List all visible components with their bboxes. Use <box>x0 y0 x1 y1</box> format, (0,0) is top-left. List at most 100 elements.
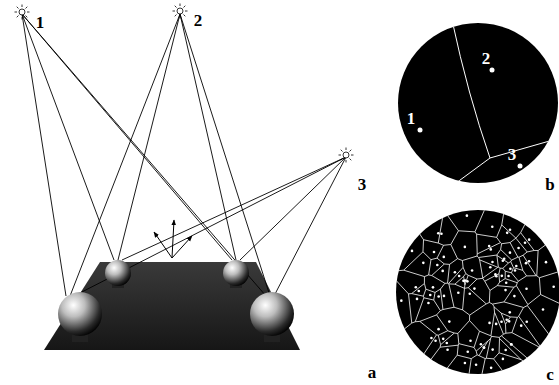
sample-dot <box>471 269 474 272</box>
sample-dot <box>473 287 476 290</box>
sample-dot <box>552 286 555 289</box>
sample-dot <box>513 295 516 298</box>
sample-dot <box>491 348 494 351</box>
light-number: 1 <box>407 110 416 127</box>
light-source <box>15 5 30 20</box>
sample-dot <box>464 246 467 249</box>
light-number: 2 <box>482 50 491 67</box>
sample-dot <box>457 291 460 294</box>
sample-dot <box>411 250 414 253</box>
light-number: 3 <box>508 146 517 163</box>
voronoi-lines <box>452 20 559 186</box>
sample-dot <box>495 323 498 326</box>
direction-arrows <box>154 220 192 258</box>
light-source <box>339 148 354 163</box>
sample-dot <box>491 225 494 228</box>
sample-dot <box>545 261 548 264</box>
sample-dot <box>400 299 403 302</box>
sample-dot <box>429 294 432 297</box>
sample-dot <box>446 342 449 345</box>
spheres <box>58 260 294 342</box>
sample-dot <box>440 233 443 236</box>
sample-dot <box>505 281 508 284</box>
light-number: 1 <box>36 14 45 31</box>
sample-dot <box>495 275 498 278</box>
sample-dot <box>443 256 446 259</box>
sample-dot <box>427 302 430 305</box>
sample-dot <box>446 348 449 351</box>
sample-dot <box>480 343 483 346</box>
sample-dot <box>490 367 493 370</box>
sample-dot <box>509 228 512 231</box>
sample-dot <box>489 266 492 269</box>
sample-dot <box>432 286 435 289</box>
sample-dot <box>503 257 506 260</box>
sample-dot <box>542 308 545 311</box>
sample-dot <box>442 338 445 341</box>
sample-dot <box>500 320 503 323</box>
sample-dot <box>491 261 494 264</box>
sample-dot <box>433 251 436 254</box>
sample-dot <box>437 295 440 298</box>
sample-dot <box>430 337 433 340</box>
sample-dot <box>441 270 444 273</box>
panel-letter: c <box>546 366 554 383</box>
sample-dot <box>475 363 478 366</box>
panel-letter: b <box>545 176 554 193</box>
light-rays <box>22 14 346 296</box>
sample-dot <box>468 292 471 295</box>
sample-dot <box>466 214 469 217</box>
sample-dot <box>454 271 457 274</box>
sample-dot <box>520 324 523 327</box>
sample-dot <box>502 358 505 361</box>
sample-dot <box>464 362 467 365</box>
light-source <box>173 4 188 19</box>
sample-dot <box>528 260 531 263</box>
sample-dot <box>507 275 510 278</box>
sample-dot <box>525 262 528 265</box>
ground-plane <box>44 262 300 350</box>
sample-dot <box>506 232 509 235</box>
sample-dot <box>510 343 513 346</box>
voronoi-cells <box>390 204 559 380</box>
sample-dot <box>504 349 507 352</box>
light-dots <box>418 68 523 169</box>
sample-dot <box>488 245 491 248</box>
sample-dot <box>510 343 513 346</box>
sample-dot <box>417 290 420 293</box>
sample-dot <box>482 346 485 349</box>
direction-sphere <box>398 23 558 183</box>
sample-dot <box>436 264 439 267</box>
voronoi-edges <box>390 204 559 380</box>
sample-dot <box>517 247 520 250</box>
light-number: 2 <box>194 12 203 29</box>
sample-dot <box>504 289 507 292</box>
sample-dot <box>437 232 440 235</box>
sample-dot <box>466 280 469 283</box>
sample-dot <box>434 339 437 342</box>
sample-dot <box>515 265 518 268</box>
sample-dot <box>483 346 486 349</box>
sample-dot <box>514 269 517 272</box>
sample-dot <box>489 248 492 251</box>
light-number: 3 <box>358 176 367 193</box>
sample-dot <box>448 320 451 323</box>
sample-dot <box>488 322 491 325</box>
sample-dot <box>415 286 418 289</box>
sample-dot <box>422 262 425 265</box>
sample-dot <box>508 320 511 323</box>
sample-dot <box>509 267 512 270</box>
sample-dot <box>505 318 508 321</box>
sample-dot <box>509 251 512 254</box>
sample-dot <box>525 287 528 290</box>
sample-dot <box>437 328 440 331</box>
panel-letter: a <box>368 364 377 381</box>
sample-dot <box>528 238 531 241</box>
sample-dot <box>525 320 528 323</box>
sample-dot <box>466 350 469 353</box>
sample-dot <box>416 298 419 301</box>
sample-dot <box>524 241 527 244</box>
sample-dot <box>462 280 465 283</box>
